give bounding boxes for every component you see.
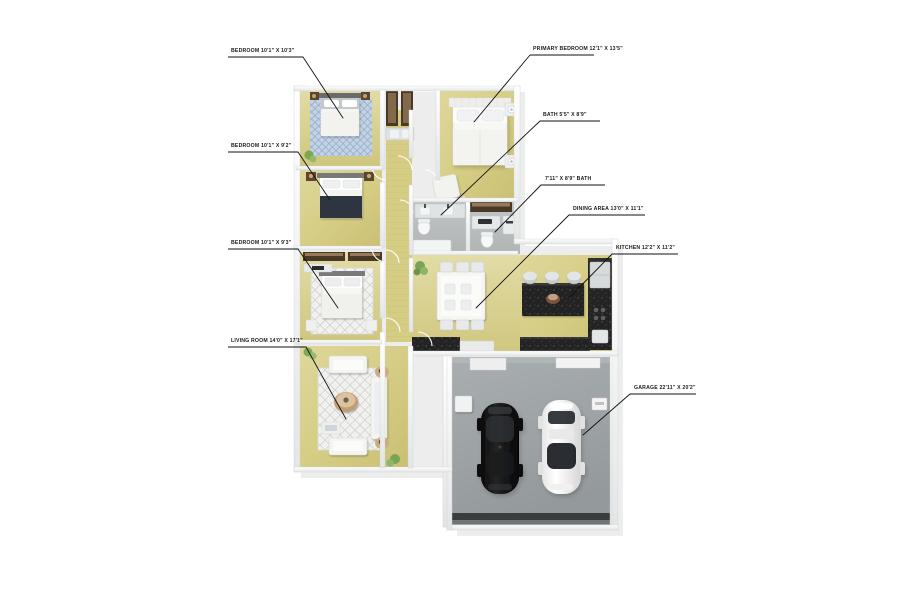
door-swing bbox=[385, 317, 401, 333]
dining-chairs bbox=[439, 261, 485, 331]
car-white bbox=[538, 400, 585, 494]
dining-table bbox=[436, 271, 486, 321]
toilet-2 bbox=[480, 231, 494, 248]
linen-cabinet bbox=[470, 202, 512, 212]
room-bath-2[interactable] bbox=[470, 202, 520, 254]
door-swing bbox=[417, 331, 433, 347]
callout-label-bath-1: BATH 5'5" X 8'9" bbox=[543, 112, 587, 118]
callout-leader-garage bbox=[582, 393, 631, 436]
bed-3 bbox=[321, 275, 363, 319]
hall-closet bbox=[386, 90, 398, 126]
room-bedroom-3[interactable] bbox=[300, 252, 382, 342]
room-dining-area[interactable] bbox=[412, 255, 520, 355]
callout-leader-lines bbox=[297, 54, 631, 436]
bed-2 bbox=[319, 177, 363, 219]
dresser bbox=[303, 252, 345, 261]
plant-dining bbox=[413, 261, 428, 276]
callout-label-bath-2: 7'11" X 8'9" BATH bbox=[545, 176, 592, 182]
car-black bbox=[477, 403, 523, 494]
callout-leader-kitchen bbox=[568, 253, 613, 299]
walls bbox=[293, 85, 619, 531]
room-bath-1[interactable] bbox=[412, 202, 469, 255]
bed-primary-headboard bbox=[448, 97, 512, 108]
kitchen-counter-lower bbox=[520, 337, 590, 353]
nightstand bbox=[365, 319, 378, 332]
bed-1 bbox=[320, 97, 360, 137]
callout-leader-bedroom-3 bbox=[297, 248, 339, 309]
callout-leader-living-room bbox=[305, 346, 347, 420]
door-swing bbox=[385, 249, 400, 264]
sofa-bottom bbox=[328, 437, 368, 456]
garage-door[interactable] bbox=[452, 513, 610, 522]
bed-2-headboard bbox=[317, 173, 365, 178]
bed-1-headboard bbox=[318, 93, 362, 98]
callout-leader-primary-bedroom bbox=[473, 54, 531, 123]
bar-stools bbox=[522, 271, 582, 285]
room-bedroom-1[interactable] bbox=[300, 90, 382, 166]
callout-leader-bedroom-2 bbox=[297, 151, 331, 201]
coffee-table bbox=[334, 392, 358, 412]
callout-label-primary-bedroom: PRIMARY BEDROOM 12'1" X 13'5" bbox=[533, 46, 623, 52]
callout-leader-bath-1 bbox=[440, 120, 541, 216]
callout-label-bedroom-1: BEDROOM 10'1" X 10'3" bbox=[231, 48, 295, 54]
callout-label-bedroom-2: BEDROOM 10'1" X 9'2" bbox=[231, 143, 292, 149]
plant-living-bottom bbox=[386, 454, 400, 467]
callout-leader-bath-2 bbox=[494, 184, 542, 233]
garage-step bbox=[469, 357, 507, 371]
callout-leader-dining-area bbox=[475, 214, 570, 309]
room-bedroom-2[interactable] bbox=[300, 170, 382, 248]
callout-label-kitchen: KITCHEN 12'2" X 11'2" bbox=[616, 245, 676, 251]
room-primary-bedroom[interactable] bbox=[432, 90, 519, 204]
callout-label-dining-area: DINING AREA 13'0" X 11'1" bbox=[573, 206, 644, 212]
nightstand bbox=[305, 319, 318, 332]
bed-primary bbox=[452, 106, 508, 166]
callout-leader-bedroom-1 bbox=[302, 56, 344, 119]
room-kitchen[interactable] bbox=[520, 255, 612, 355]
dining-cabinet bbox=[412, 337, 460, 353]
toilet-1 bbox=[417, 218, 431, 235]
plant-bedroom-1 bbox=[304, 150, 317, 163]
utility-box bbox=[454, 395, 473, 413]
callout-label-garage: GARAGE 22'11" X 20'2" bbox=[634, 385, 696, 391]
kitchen-sink bbox=[591, 329, 609, 344]
callout-label-bedroom-3: BEDROOM 10'1" X 9'3" bbox=[231, 240, 292, 246]
callout-label-living-room: LIVING ROOM 14'0" X 17'1" bbox=[231, 338, 303, 344]
door-swing bbox=[424, 169, 439, 184]
sofa-top bbox=[328, 355, 368, 374]
dresser bbox=[348, 252, 382, 261]
door-swing bbox=[397, 155, 413, 171]
sink bbox=[419, 206, 431, 216]
kitchen-island bbox=[522, 283, 584, 316]
bed-3-headboard bbox=[319, 271, 365, 276]
callout-underlines bbox=[228, 54, 696, 395]
room-living-room[interactable] bbox=[300, 346, 408, 468]
room-garage[interactable] bbox=[442, 354, 618, 528]
